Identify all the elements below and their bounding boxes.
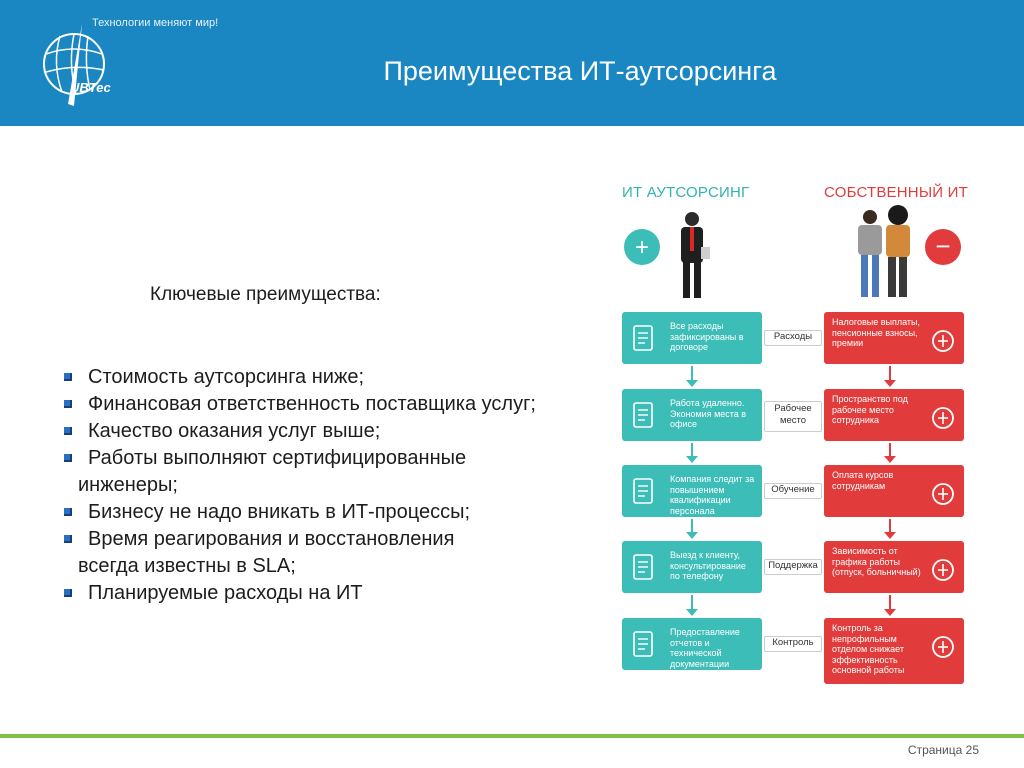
workers-icon (858, 205, 910, 297)
inhouse-arrow-icon (884, 443, 896, 463)
bullet-square-icon (64, 508, 72, 516)
page-title: Преимущества ИТ-аутсорсинга (383, 56, 777, 86)
footer-divider (0, 734, 1024, 738)
list-item-text: Стоимость аутсорсинга ниже; (88, 366, 365, 388)
list-item: Время реагирования и восстановления всегд… (60, 526, 605, 580)
plus-circle-icon (624, 229, 660, 265)
row-category-label: Рабочее место (764, 401, 822, 432)
list-item-text-cont: инженеры; (78, 474, 178, 496)
calendar-icon (932, 559, 954, 581)
list-item-text: Время реагирования и восстановления (88, 528, 455, 550)
inhouse-row-box: Оплата курсов сотрудникам (824, 465, 964, 517)
inhouse-row-text: Контроль за непрофильным отделом снижает… (832, 623, 905, 675)
page-number: Страница 25 (907, 743, 979, 757)
bullet-square-icon (64, 373, 72, 381)
header-tagline: Технологии меняют мир! (92, 17, 219, 29)
computers-icon (633, 402, 653, 428)
binoculars-icon (932, 636, 954, 658)
inhouse-arrow-icon (884, 366, 896, 387)
list-item: Финансовая ответственность поставщика ус… (60, 391, 605, 418)
outsourcing-row-text: Работа удаленно. Экономия места в офисе (670, 398, 747, 429)
inhouse-row-text: Налоговые выплаты, пенсионные взносы, пр… (832, 317, 920, 348)
inhouse-row-text: Оплата курсов сотрудникам (832, 470, 894, 491)
money-bag-icon (932, 330, 954, 352)
inhouse-row-text: Пространство под рабочее место сотрудник… (832, 394, 908, 425)
globe-logo-icon (43, 24, 105, 106)
contract-icon (633, 325, 653, 351)
advantages-list: Стоимость аутсорсинга ниже; Финансовая о… (60, 364, 605, 607)
outsourcing-arrow-icon (686, 366, 698, 387)
phone-icon (633, 554, 653, 580)
list-item: Работы выполняют сертифицированные инжене… (60, 445, 605, 499)
list-item-text: Качество оказания услуг выше; (88, 420, 381, 442)
list-item-text-cont: всегда известны в SLA; (78, 555, 296, 577)
inhouse-row-box: Пространство под рабочее место сотрудник… (824, 389, 964, 441)
list-item: Бизнесу не надо вникать в ИТ-процессы; (60, 499, 605, 526)
documents-icon (633, 631, 653, 657)
minus-sign: − (935, 231, 950, 261)
inhouse-row-text: Зависимость от графика работы (отпуск, б… (832, 546, 921, 577)
bullet-square-icon (64, 589, 72, 597)
outsourcing-row-box: Выезд к клиенту, консультирование по тел… (622, 541, 762, 593)
inhouse-arrow-icon (884, 519, 896, 539)
outsourcing-row-text: Все расходы зафиксированы в договоре (670, 321, 744, 352)
bullet-square-icon (64, 427, 72, 435)
outsourcing-row-box: Работа удаленно. Экономия места в офисе (622, 389, 762, 441)
inhouse-arrow-icon (884, 595, 896, 616)
list-item-text: Планируемые расходы на ИТ (88, 582, 363, 604)
row-category-label: Обучение (764, 483, 822, 499)
outsourcing-arrow-icon (686, 443, 698, 463)
certificate-icon (633, 478, 653, 504)
list-item-text: Работы выполняют сертифицированные (88, 447, 467, 469)
outsourcing-row-text: Выезд к клиенту, консультирование по тел… (670, 550, 746, 581)
outsourcing-column-title: ИТ АУТСОРСИНГ (622, 184, 750, 201)
plus-sign: + (635, 234, 649, 261)
inhouse-row-box: Контроль за непрофильным отделом снижает… (824, 618, 964, 684)
businessman-icon (681, 212, 710, 298)
row-category-label: Контроль (764, 636, 822, 652)
row-category-label: Поддержка (764, 559, 822, 575)
minus-circle-icon (925, 229, 961, 265)
list-item-text: Бизнесу не надо вникать в ИТ-процессы; (88, 501, 471, 523)
outsourcing-arrow-icon (686, 519, 698, 539)
header-bar: Технологии меняют мир! UBTec Преимуществ… (0, 0, 1024, 126)
section-subtitle: Ключевые преимущества: (150, 284, 381, 305)
list-item: Планируемые расходы на ИТ (60, 580, 605, 607)
people-illustration: + − (624, 205, 961, 298)
bullet-square-icon (64, 535, 72, 543)
brand-name: UBTec (70, 80, 111, 95)
list-item: Стоимость аутсорсинга ниже; (60, 364, 605, 391)
outsourcing-row-text: Предоставление отчетов и технической док… (670, 627, 740, 669)
row-category-label: Расходы (764, 330, 822, 346)
outsourcing-row-text: Компания следит за повышением квалификац… (670, 474, 755, 516)
presentation-icon (932, 483, 954, 505)
outsourcing-row-box: Предоставление отчетов и технической док… (622, 618, 762, 670)
outsourcing-row-box: Все расходы зафиксированы в договоре (622, 312, 762, 364)
bullet-square-icon (64, 400, 72, 408)
bullet-square-icon (64, 454, 72, 462)
inhouse-column-title: СОБСТВЕННЫЙ ИТ (824, 184, 968, 201)
list-item-text: Финансовая ответственность поставщика ус… (88, 393, 536, 415)
outsourcing-row-box: Компания следит за повышением квалификац… (622, 465, 762, 517)
inhouse-row-box: Зависимость от графика работы (отпуск, б… (824, 541, 964, 593)
desk-worker-icon (932, 407, 954, 429)
outsourcing-arrow-icon (686, 595, 698, 616)
list-item: Качество оказания услуг выше; (60, 418, 605, 445)
inhouse-row-box: Налоговые выплаты, пенсионные взносы, пр… (824, 312, 964, 364)
